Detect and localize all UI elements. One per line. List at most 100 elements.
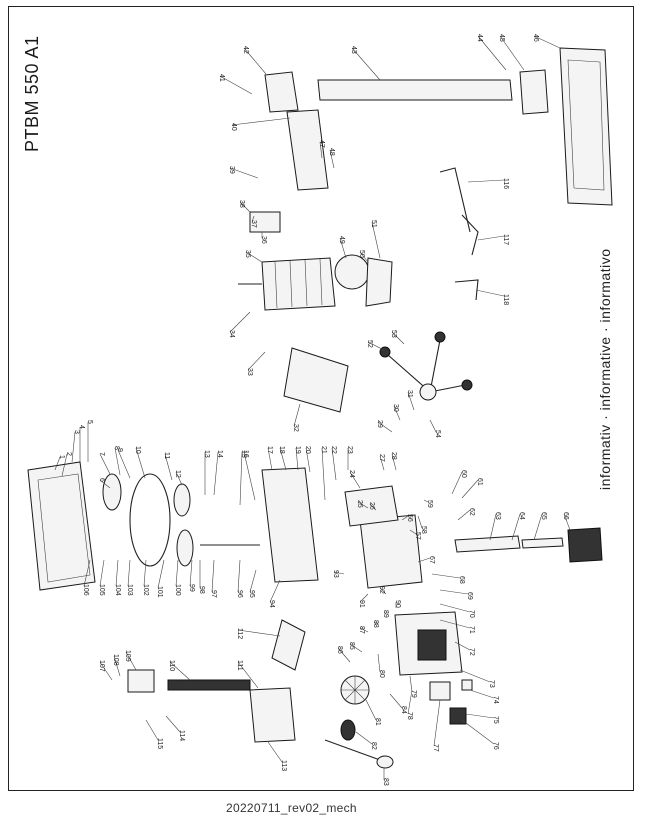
part-label-107: 107 [98, 660, 105, 672]
model-title: PTBM 550 A1 [22, 35, 42, 152]
leader-line-35 [245, 251, 263, 263]
motor-body [261, 257, 336, 311]
part-label-81: 81 [374, 718, 381, 726]
part-label-62: 62 [468, 508, 475, 516]
leader-line-52 [367, 341, 385, 351]
part-label-116: 116 [502, 178, 509, 189]
leader-line-93 [333, 571, 345, 575]
part-label-102: 102 [142, 584, 149, 596]
leader-line-91 [359, 593, 369, 603]
part-label-38: 38 [238, 200, 245, 208]
part-label-13: 13 [203, 450, 210, 458]
part-label-65: 65 [540, 512, 547, 520]
part-label-19: 19 [294, 446, 301, 454]
leader-line-27 [379, 455, 385, 471]
leader-line-45 [499, 35, 525, 71]
part-label-69: 69 [466, 592, 473, 600]
drift-key [439, 167, 471, 233]
leader-line-67 [417, 557, 431, 563]
part-label-15: 15 [240, 450, 247, 458]
part-label-80: 80 [378, 670, 385, 678]
leader-line-109 [125, 651, 137, 671]
leader-line-104 [115, 559, 119, 587]
part-label-21: 21 [320, 446, 327, 454]
part-label-2: 2 [65, 452, 72, 456]
part-label-68: 68 [458, 576, 465, 584]
part-label-89: 89 [382, 610, 389, 618]
leader-line-8 [114, 447, 121, 476]
part-label-41: 41 [218, 74, 225, 82]
belt-cover [27, 461, 96, 591]
fan-cover [365, 257, 393, 307]
part-label-59: 59 [426, 500, 433, 508]
leader-line-68 [431, 573, 461, 579]
part-label-47: 47 [318, 140, 325, 148]
part-label-14: 14 [216, 450, 223, 458]
part-label-56: 56 [406, 514, 413, 522]
leader-line-21 [321, 447, 326, 501]
part-label-44: 44 [476, 34, 483, 42]
leader-line-26 [369, 503, 377, 511]
leader-line-54 [429, 419, 437, 433]
leader-line-1 [54, 456, 61, 471]
leader-line-117 [477, 235, 505, 241]
leader-line-105 [99, 559, 105, 587]
leader-line-34 [229, 311, 251, 333]
leader-line-22 [331, 447, 337, 481]
leader-line-82 [355, 731, 373, 745]
leader-line-73 [459, 669, 491, 683]
leader-line-102 [143, 559, 147, 587]
leader-line-100 [175, 559, 179, 587]
part-label-114: 114 [178, 730, 185, 741]
leader-line-111 [237, 661, 259, 689]
part-label-54: 54 [434, 430, 441, 438]
part-label-95: 95 [248, 590, 255, 598]
leader-line-43 [351, 47, 381, 81]
part-label-28: 28 [390, 452, 397, 460]
leader-line-80 [377, 653, 381, 673]
part-label-33: 33 [246, 368, 253, 376]
informative-watermark: informativ · informative · informativo [597, 248, 613, 490]
part-label-103: 103 [126, 584, 133, 596]
hex-key-small [454, 279, 479, 301]
part-label-46: 46 [532, 34, 539, 42]
part-label-97: 97 [210, 590, 217, 598]
part-label-100: 100 [174, 584, 181, 596]
leader-line-94 [269, 579, 281, 603]
part-label-24: 24 [348, 470, 355, 478]
leader-line-51 [371, 221, 381, 259]
arbor [521, 537, 564, 549]
part-label-112: 112 [236, 628, 243, 639]
leader-line-57 [409, 529, 417, 535]
leader-line-110 [169, 661, 191, 681]
leader-line-74 [469, 689, 495, 699]
part-label-18: 18 [278, 446, 285, 454]
leader-line-99 [189, 559, 193, 587]
part-label-88: 88 [372, 620, 379, 628]
leader-line-20 [305, 447, 311, 473]
part-label-50: 50 [358, 250, 365, 258]
part-label-6: 6 [98, 478, 105, 482]
part-label-1: 1 [58, 455, 65, 459]
laser-cover [271, 619, 306, 671]
intermediate-pulley [173, 483, 191, 517]
part-label-7: 7 [98, 452, 105, 456]
part-label-51: 51 [370, 220, 377, 228]
part-label-93: 93 [332, 570, 339, 578]
drive-belt [129, 473, 171, 567]
head-top [344, 485, 399, 527]
part-label-27: 27 [378, 454, 385, 462]
part-label-45: 45 [498, 34, 505, 42]
leader-line-71 [439, 619, 471, 629]
part-label-32: 32 [292, 424, 299, 432]
part-label-36: 36 [260, 236, 267, 244]
part-label-20: 20 [304, 446, 311, 454]
part-label-22: 22 [330, 446, 337, 454]
part-label-67: 67 [428, 556, 435, 564]
leader-line-62 [457, 509, 471, 521]
leader-line-96 [237, 559, 241, 593]
leader-line-16 [243, 451, 256, 501]
leader-line-92 [379, 587, 387, 595]
leader-line-39 [229, 167, 259, 179]
part-label-64: 64 [518, 512, 525, 520]
